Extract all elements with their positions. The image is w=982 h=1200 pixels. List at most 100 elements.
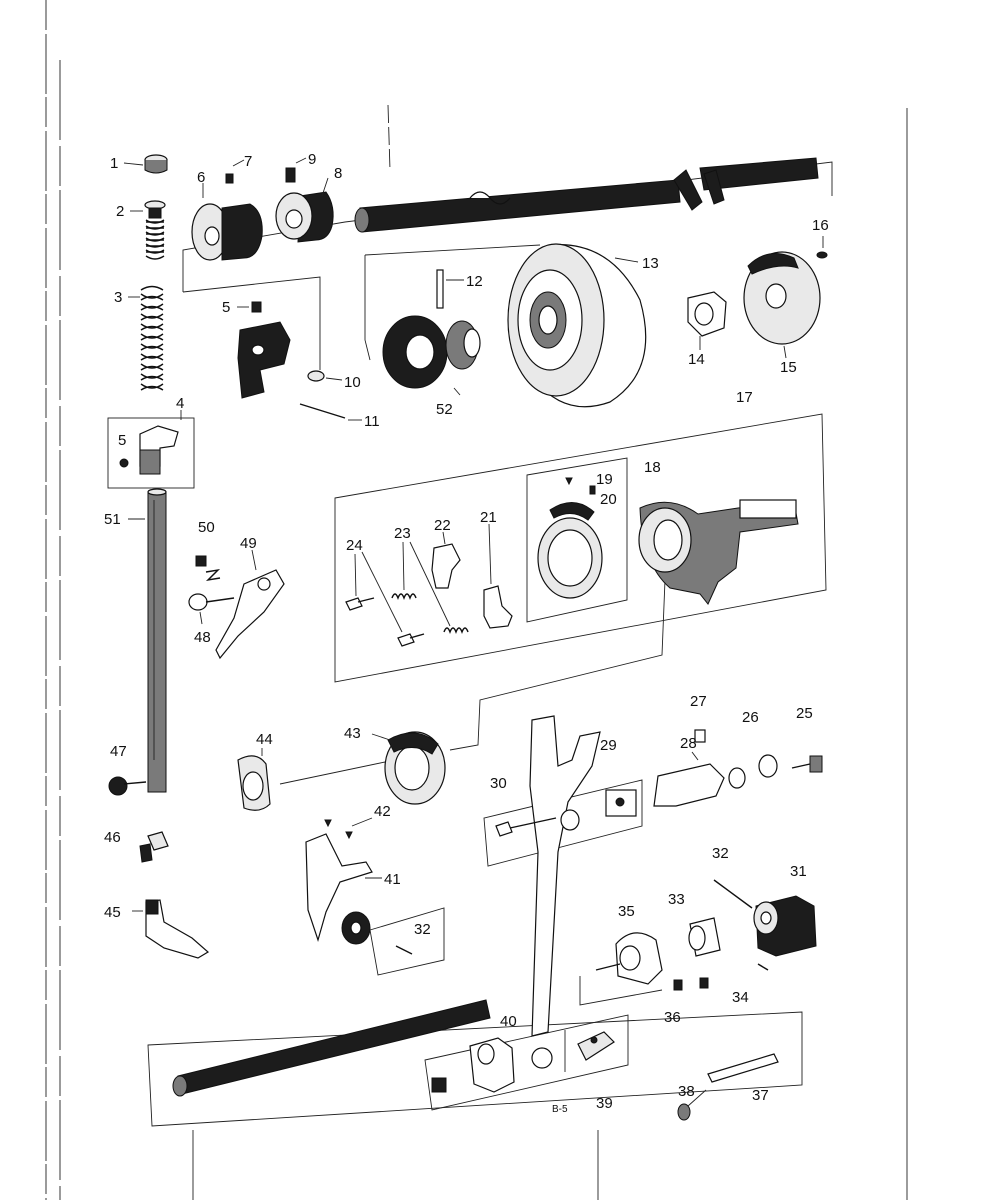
label-42: 42 bbox=[374, 803, 391, 820]
part-18-race bbox=[537, 502, 603, 599]
needle-bar-crank bbox=[237, 321, 291, 399]
part-51-presser-bar bbox=[128, 488, 167, 793]
label-16: 16 bbox=[812, 217, 829, 234]
label-32b: 32 bbox=[414, 921, 431, 938]
lower-shaft bbox=[172, 999, 491, 1097]
label-5b: 5 bbox=[118, 432, 126, 449]
part-44-bobbin-holder bbox=[237, 748, 386, 811]
arm-shaft bbox=[354, 157, 819, 233]
part-31-gear-block bbox=[753, 895, 817, 957]
part-33-collar bbox=[688, 917, 721, 957]
label-11: 11 bbox=[364, 413, 380, 430]
part-11-pin bbox=[299, 403, 362, 421]
label-1: 1 bbox=[110, 155, 118, 172]
label-29: 29 bbox=[600, 737, 617, 754]
label-9: 9 bbox=[308, 151, 316, 168]
label-8: 8 bbox=[334, 165, 342, 182]
part-3-spring-lower bbox=[128, 285, 164, 391]
label-23: 23 bbox=[394, 525, 411, 542]
part-7-screw bbox=[225, 159, 245, 184]
label-35: 35 bbox=[618, 903, 635, 920]
part-10-screw bbox=[307, 370, 343, 382]
part-45-presser-foot bbox=[132, 899, 210, 959]
label-48: 48 bbox=[194, 629, 211, 646]
label-15: 15 bbox=[780, 359, 797, 376]
part-48-stud bbox=[188, 593, 235, 625]
part-38-screw bbox=[677, 1089, 707, 1121]
part-42-screws bbox=[324, 817, 373, 840]
label-33: 33 bbox=[668, 891, 685, 908]
label-51: 51 bbox=[104, 511, 121, 528]
label-7: 7 bbox=[244, 153, 252, 170]
part-16-screw bbox=[816, 236, 828, 259]
part-35-crank bbox=[595, 932, 663, 985]
part-46-guide bbox=[139, 831, 169, 863]
part-43-bobbin-case bbox=[371, 731, 446, 805]
label-26: 26 bbox=[742, 709, 759, 726]
label-22: 22 bbox=[434, 517, 451, 534]
part-5-screw-b bbox=[237, 301, 262, 313]
label-4: 4 bbox=[176, 395, 184, 412]
label-52: 52 bbox=[436, 401, 453, 418]
label-10: 10 bbox=[344, 374, 361, 391]
part-25-screw bbox=[791, 755, 823, 773]
part-23-springs bbox=[391, 541, 469, 634]
label-44: 44 bbox=[256, 731, 273, 748]
part-41-thread-guide bbox=[305, 833, 382, 945]
label-47: 47 bbox=[110, 743, 127, 760]
label-43: 43 bbox=[344, 725, 361, 742]
label-3: 3 bbox=[114, 289, 122, 306]
label-19: 19 bbox=[596, 471, 613, 488]
part-47-screw bbox=[108, 776, 147, 796]
label-20: 20 bbox=[600, 491, 617, 508]
part-29-fork-arm bbox=[529, 715, 601, 1069]
hook-body bbox=[638, 499, 799, 605]
part-21-bracket bbox=[483, 523, 513, 629]
part-14-plate bbox=[687, 291, 727, 350]
part-8-collar bbox=[275, 177, 334, 243]
label-36: 36 bbox=[664, 1009, 681, 1026]
label-37: 37 bbox=[752, 1087, 769, 1104]
label-31: 31 bbox=[790, 863, 807, 880]
label-39: 39 bbox=[596, 1095, 613, 1112]
part-49-lever bbox=[215, 549, 285, 660]
part-32-screw-a bbox=[395, 945, 413, 955]
label-21: 21 bbox=[480, 509, 497, 526]
part-34-screws bbox=[699, 963, 769, 989]
label-50: 50 bbox=[198, 519, 215, 536]
slide-block bbox=[605, 789, 637, 817]
label-40: 40 bbox=[500, 1013, 517, 1030]
label-30: 30 bbox=[490, 775, 507, 792]
part-32-pin-b bbox=[713, 879, 753, 909]
label-46: 46 bbox=[104, 829, 121, 846]
part-52-gear bbox=[382, 315, 481, 396]
label-5a: 5 bbox=[222, 299, 230, 316]
callout-labels: 1 2 3 4 5 5 6 7 8 9 10 11 12 13 14 15 16… bbox=[104, 151, 829, 1115]
part-2-spring-upper bbox=[130, 200, 166, 260]
part-15-handwheel bbox=[743, 251, 821, 359]
label-41: 41 bbox=[384, 871, 401, 888]
part-20-screw bbox=[589, 485, 596, 495]
part-30-screw bbox=[495, 817, 557, 837]
part-4-bracket bbox=[139, 410, 182, 475]
label-12: 12 bbox=[466, 273, 483, 290]
part-24-screws bbox=[345, 551, 425, 647]
part-37-pin bbox=[707, 1053, 779, 1083]
part-1-cap bbox=[123, 154, 168, 174]
group-frames bbox=[107, 161, 833, 1127]
label-45: 45 bbox=[104, 904, 121, 921]
label-34: 34 bbox=[732, 989, 749, 1006]
part-36-screw bbox=[673, 979, 683, 991]
label-18: 18 bbox=[644, 459, 661, 476]
part-26-washers bbox=[728, 754, 778, 789]
label-14: 14 bbox=[688, 351, 705, 368]
label-24: 24 bbox=[346, 537, 363, 554]
label-38: 38 bbox=[678, 1083, 695, 1100]
part-19-screw bbox=[565, 477, 573, 486]
label-2: 2 bbox=[116, 203, 124, 220]
part-9-screw bbox=[285, 157, 307, 183]
label-13: 13 bbox=[642, 255, 659, 272]
part-50-screw bbox=[195, 555, 221, 582]
label-17: 17 bbox=[736, 389, 753, 406]
